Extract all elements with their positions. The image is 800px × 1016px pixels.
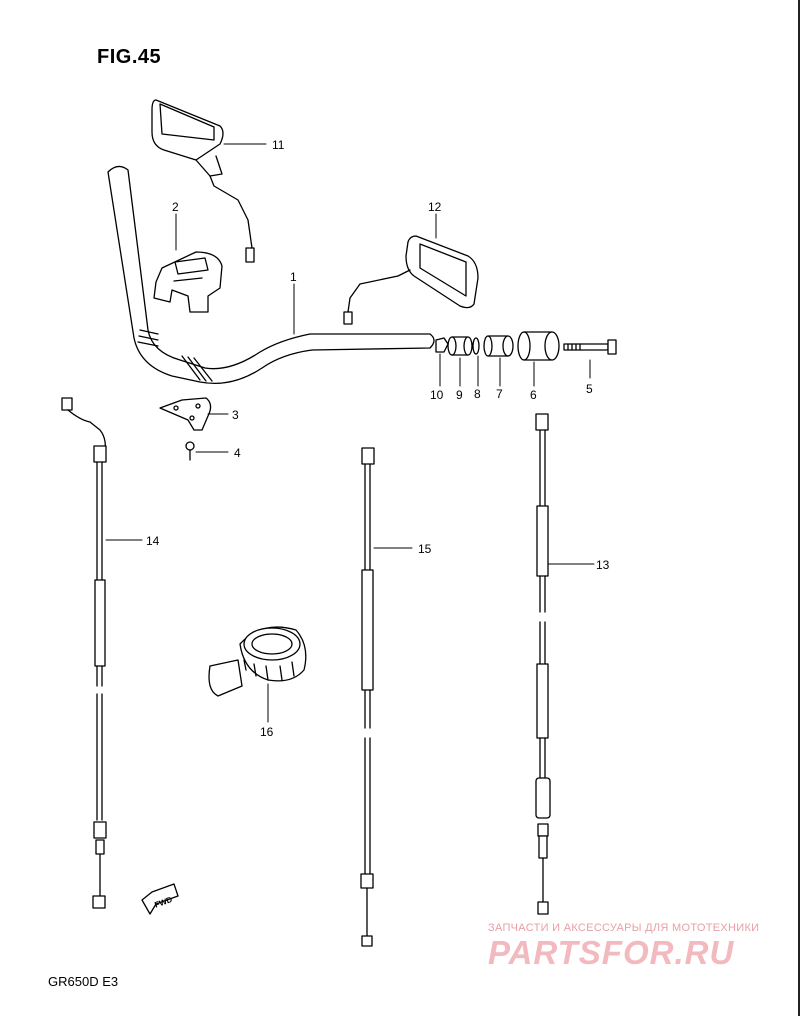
bracket [159, 397, 212, 431]
bar-end-nut [435, 337, 449, 353]
part-label-8: 8 [474, 387, 481, 401]
bar-end-bolt [563, 339, 617, 355]
right-mirror [343, 235, 479, 325]
part-label-1: 1 [290, 270, 297, 284]
bar-end-washer [472, 337, 480, 355]
handlebar-holder [153, 251, 223, 313]
left-mirror [151, 99, 255, 263]
watermark-tagline: ЗАПЧАСТИ И АКСЕССУАРЫ ДЛЯ МОТОТЕХНИКИ [488, 922, 760, 934]
bar-end-balancer [517, 331, 560, 361]
figure-title: FIG.45 [97, 46, 162, 68]
handlebar [107, 165, 435, 385]
part-labels: 1 2 3 4 5 6 7 8 9 10 11 12 13 14 15 16 F… [146, 138, 610, 910]
part-label-2: 2 [172, 200, 179, 214]
leader-lines [105, 143, 595, 723]
part-label-3: 3 [232, 408, 239, 422]
part-label-11: 11 [272, 138, 285, 152]
bar-end-collar [447, 336, 473, 356]
model-code: GR650D E3 [48, 974, 119, 989]
part-label-14: 14 [146, 534, 160, 548]
part-label-16: 16 [260, 725, 274, 739]
part-label-10: 10 [430, 388, 444, 402]
cable-adjuster [208, 626, 307, 697]
part-label-9: 9 [456, 388, 463, 402]
watermark-brand: PARTSFOR.RU [488, 934, 735, 971]
forward-arrow-icon [141, 883, 179, 915]
part-label-12: 12 [428, 200, 442, 214]
part-label-5: 5 [586, 382, 593, 396]
throttle-cable [61, 397, 107, 909]
part-label-7: 7 [496, 387, 503, 401]
part-label-6: 6 [530, 388, 537, 402]
part-label-13: 13 [596, 558, 610, 572]
part-label-4: 4 [234, 446, 241, 460]
right-border [798, 0, 800, 1016]
cable-15 [360, 447, 375, 947]
bar-end-cushion [483, 335, 514, 357]
clutch-cable [535, 413, 551, 915]
screw [185, 441, 195, 461]
part-label-15: 15 [418, 542, 432, 556]
